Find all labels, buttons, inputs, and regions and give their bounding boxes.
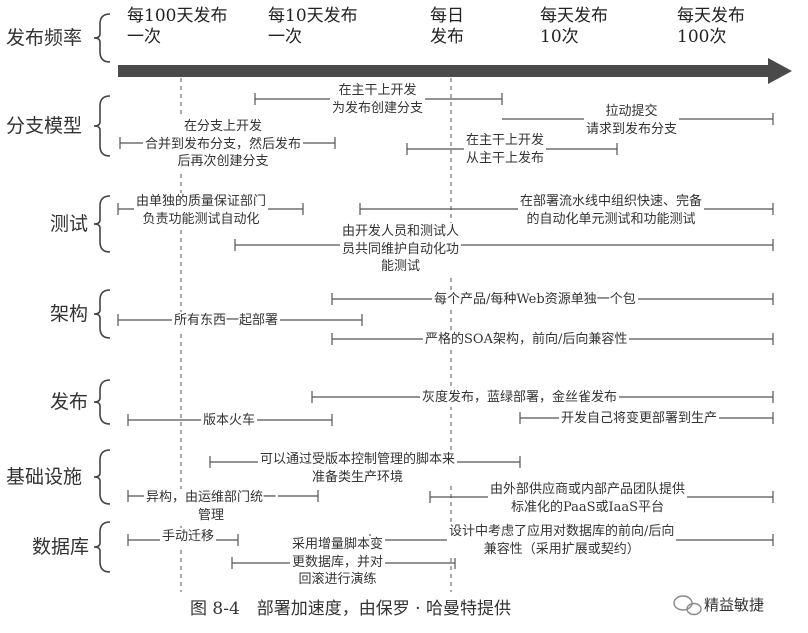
brace-release xyxy=(93,379,111,425)
row-label-database: 数据库 xyxy=(32,536,90,558)
frequency-arrow xyxy=(118,58,792,84)
label-arch-soa: 严格的SOA架构，前向/后向兼容性 xyxy=(423,331,630,349)
brace-testing xyxy=(93,195,111,253)
row-label-infrastructure: 基础设施 xyxy=(6,466,83,488)
label-rel-self: 开发自己将变更部署到生产 xyxy=(559,410,720,428)
label-infra-ops: 异构，由运维部门统一 管理 xyxy=(144,489,279,525)
brace-architecture xyxy=(93,289,111,339)
freq-daily: 每日 发布 xyxy=(430,6,464,48)
freq-every-100-days: 每100天发布 一次 xyxy=(127,6,228,48)
brace-infrastructure xyxy=(93,449,111,505)
watermark-text: 精益敏捷 xyxy=(704,596,765,614)
brace-branching xyxy=(93,95,111,157)
row-label-architecture: 架构 xyxy=(50,303,89,325)
label-arch-package: 每个产品/每种Web资源单独一个包 xyxy=(432,291,638,309)
label-rel-canary: 灰度发布，蓝绿部署，金丝雀发布 xyxy=(420,389,620,407)
row-label-testing: 测试 xyxy=(50,213,89,235)
wechat-icon xyxy=(673,595,702,616)
label-test-shared: 由开发人员和测试人 员共同维护自动化功 能测试 xyxy=(340,223,462,276)
label-branch-feature: 在分支上开发 合并到发布分支，然后发布 后再次创建分支 xyxy=(143,118,304,171)
brace-database xyxy=(93,521,111,573)
row-braces xyxy=(93,13,111,573)
label-rel-train: 版本火车 xyxy=(201,412,258,430)
row-label-branching: 分支模型 xyxy=(6,115,83,137)
label-branch-trunk-release: 在主干上开发 为发布创建分支 xyxy=(330,82,426,118)
brace-frequency xyxy=(93,13,111,63)
label-db-incremental: 采用增量脚本变 更数据库，并对 回滚进行演练 xyxy=(290,536,386,589)
row-label-release: 发布 xyxy=(50,391,89,413)
label-infra-vc: 可以通过受版本控制管理的脚本来 准备类生产环境 xyxy=(258,451,458,487)
freq-hundred-per-day: 每天发布 100次 xyxy=(677,6,745,48)
label-test-qa: 由单独的质量保证部门 负责功能测试自动化 xyxy=(134,193,269,229)
freq-every-10-days: 每10天发布 一次 xyxy=(268,6,358,48)
label-db-manual: 手动迁移 xyxy=(160,528,217,546)
row-label-frequency: 发布频率 xyxy=(6,27,83,49)
label-infra-paas: 由外部供应商或内部产品团队提供 标准化的PaaS或IaaS平台 xyxy=(488,481,688,517)
label-test-pipeline: 在部署流水线中组织快速、完备 的自动化单元测试和功能测试 xyxy=(518,193,705,229)
label-branch-pull: 拉动提交 请求到发布分支 xyxy=(584,103,680,139)
label-db-compat: 设计中考虑了应用对数据库的前向/后向 兼容性（采用扩展或契约） xyxy=(447,523,677,559)
freq-ten-per-day: 每天发布 10次 xyxy=(540,6,608,48)
label-branch-trunk: 在主干上开发 从主干上发布 xyxy=(464,132,547,168)
label-arch-all: 所有东西一起部署 xyxy=(172,312,281,330)
figure-caption: 图 8-4 部署加速度，由保罗 · 哈曼特提供 xyxy=(190,599,511,619)
